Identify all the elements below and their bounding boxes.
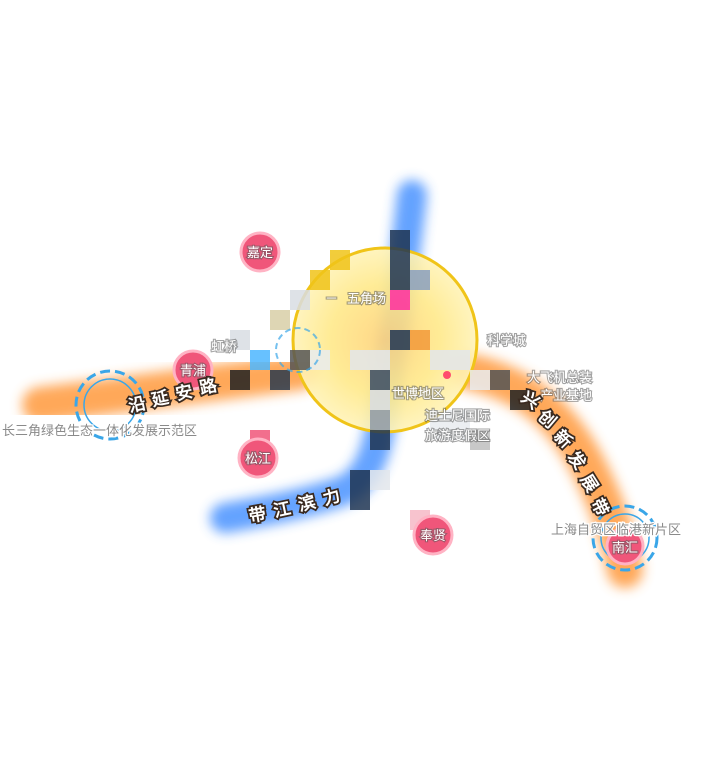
label-wujiaochang: 五角场	[347, 292, 386, 307]
district-label-songjiang: 松江	[245, 452, 271, 467]
label-lingang: 上海自贸区临港新片区	[551, 522, 681, 538]
south-band-label: 带 江 滨 力	[245, 483, 344, 528]
label-hongqiao: 虹桥	[211, 340, 237, 355]
label-aircraft-1: 大飞机总装	[527, 371, 592, 386]
district-pin-nanhui[interactable]: 南汇	[605, 526, 645, 566]
label-disney-1: 迪士尼国际	[425, 409, 490, 424]
hongqiao-ring	[275, 327, 321, 373]
district-pin-fengxian[interactable]: 奉贤	[412, 514, 454, 556]
label-dash: －	[325, 292, 338, 307]
marker-dot	[443, 371, 451, 379]
district-label-fengxian: 奉贤	[420, 529, 446, 544]
district-pin-jiading[interactable]: 嘉定	[239, 231, 281, 273]
district-label-jiading: 嘉定	[247, 246, 273, 261]
west-ring	[74, 369, 146, 441]
district-label-nanhui: 南汇	[612, 540, 638, 556]
label-yangtze-delta: 长三角绿色生态一体化发展示范区	[2, 423, 197, 439]
district-pin-songjiang[interactable]: 松江	[237, 437, 279, 479]
label-disney-2: 旅游度假区	[425, 428, 490, 444]
label-science-city: 科学城	[487, 333, 526, 349]
label-aircraft-2: 产业基地	[540, 389, 592, 404]
svg-text:带: 带	[247, 503, 267, 527]
label-expo: 世博地区	[392, 387, 444, 402]
district-label-qingpu: 青浦	[180, 364, 206, 379]
core-area	[293, 248, 477, 432]
district-pin-qingpu[interactable]: 青浦	[172, 349, 214, 391]
west-orange-band	[22, 354, 318, 423]
